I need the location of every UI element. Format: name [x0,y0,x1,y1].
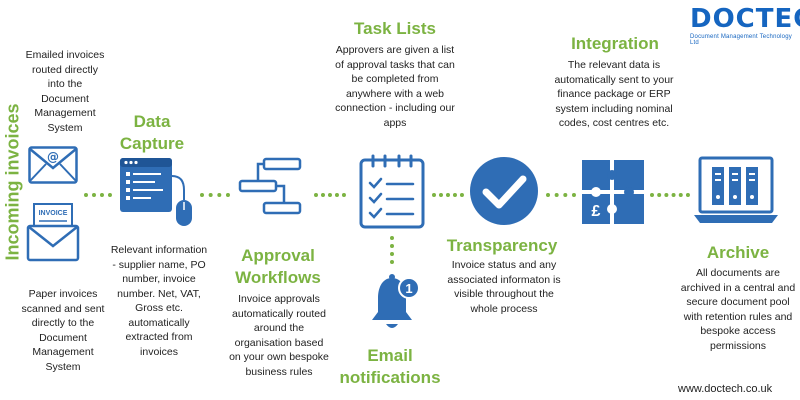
approval-workflows-text: Invoice approvals automatically routed a… [229,293,329,378]
email-envelope-icon: @ [28,146,78,184]
pound-sign: £ [592,203,601,220]
invoice-envelope-icon: INVOICE [26,202,80,262]
data-capture-icon [118,156,198,234]
connector-tasks-notifications [390,236,394,264]
transparency-title: Transparency [446,236,558,255]
integration-text: The relevant data is automatically sent … [554,59,674,129]
data-capture-title: Data Capture [119,112,185,153]
connector-integration-archive [650,193,690,197]
transparency-text: Invoice status and any associated inform… [447,259,561,315]
paper-invoices-text: Paper invoices scanned and sent directly… [21,288,105,373]
data-capture-text: Relevant information - supplier name, PO… [110,244,208,358]
logo-subtitle: Document Management Technology Ltd [690,34,792,46]
email-notifications-title: Email notifications [339,346,441,387]
archive-text: All documents are archived in a central … [680,267,796,352]
svg-text:@: @ [47,150,59,164]
integration-title: Integration [571,34,659,53]
connector-capture-approval [200,193,230,197]
checklist-clipboard-icon [358,154,426,230]
connector-approval-tasks [314,193,346,197]
archive-monitor-icon [692,155,780,227]
puzzle-pieces-icon: £ [580,158,646,226]
notification-badge: 1 [405,281,412,296]
task-lists-text: Approvers are given a list of approval t… [335,44,455,129]
check-circle-icon [468,155,540,227]
workflow-diagram-icon [236,157,304,215]
archive-title: Archive [706,243,770,262]
logo: DOCTECH Document Management Technology L… [690,4,800,46]
approval-workflows-title: Approval Workflows [235,246,321,287]
connector-incoming-capture [84,193,112,197]
incoming-title: Incoming invoices [2,103,23,261]
notification-bell-icon: 1 [368,272,424,334]
emailed-invoices-text: Emailed invoices routed directly into th… [25,49,105,134]
connector-transparency-integration [546,193,576,197]
task-lists-title: Task Lists [354,19,436,38]
connector-tasks-transparency [432,193,464,197]
logo-wordmark: DOCTECH [690,4,800,34]
invoice-label: INVOICE [39,210,68,217]
website-url[interactable]: www.doctech.co.uk [678,383,773,395]
